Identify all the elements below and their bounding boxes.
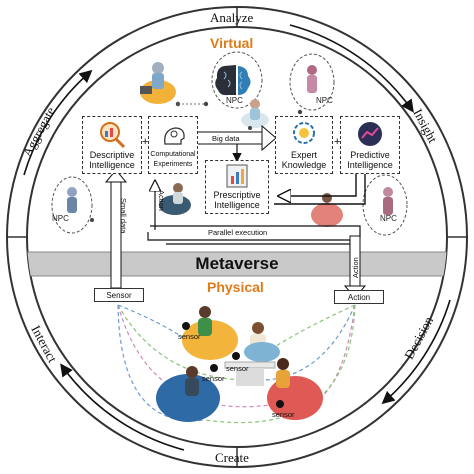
npc-label-right-top: NPC [316,96,333,105]
virtual-person-beanbag-left [140,62,176,104]
virtual-person-beanbag-center [159,183,191,215]
predictive-return-arrow [274,174,366,205]
virtual-person-npc-right [383,187,393,215]
sensor-tag-4: sensor [272,410,295,419]
big-data-label: Big data [212,134,240,143]
magnifier-chart-icon [100,121,126,148]
prescriptive-label: Prescriptive Intelligence [213,190,261,210]
virtual-title: Virtual [210,35,254,51]
virtual-person-npc-left [67,187,77,213]
plus-sign-left: + [142,136,149,148]
ring-arrows [23,24,451,451]
physical-person-beanbag-right [267,358,323,420]
computational-label: Computational Experiments [150,151,196,168]
sensor-tag-2: sensor [226,364,249,373]
virtual-person-center [241,99,269,128]
predictive-label: Predictive Intelligence [347,150,393,170]
prescriptive-intelligence-box: Prescriptive Intelligence [205,160,269,214]
physical-person-beanbag-left [156,366,220,422]
predictive-graph-icon [358,121,382,146]
descriptive-intelligence-box: Descriptive Intelligence [82,116,142,174]
physical-person-standing [244,322,280,362]
report-chart-icon [226,164,248,187]
npc-label-right: NPC [380,214,397,223]
small-data-label: Small data [119,198,128,234]
physical-title: Physical [207,279,264,295]
sensor-icons [182,322,284,408]
virtual-person-beanbag-right [311,193,343,227]
sensor-tag-1: sensor [178,332,201,341]
metaverse-label: Metaverse [195,254,279,273]
metaverse-band [27,252,447,276]
action-upper-label: Action [157,190,166,211]
bulb-gear-icon [293,121,315,144]
ring-label-analyze: Analyze [210,10,254,25]
npc-label-top: NPC [226,96,243,105]
sensor-tag-3: sensor [202,374,225,383]
computational-experiments-box: Computational Experiments [148,116,198,174]
ring-separators [7,7,467,467]
head-gear-icon [164,126,185,145]
predictive-intelligence-box: Predictive Intelligence [340,116,400,174]
sensor-box: Sensor [94,288,144,302]
virtual-person-npc-right-top [307,65,317,93]
brain-icon [215,65,251,96]
ring-label-create: Create [215,450,249,465]
parallel-execution-label: Parallel execution [208,228,268,237]
big-data-arrow [195,124,277,152]
physical-table [224,361,276,386]
action-box: Action [334,290,384,304]
npc-label-left: NPC [52,214,69,223]
descriptive-label: Descriptive Intelligence [89,150,135,170]
expert-knowledge-box: Expert Knowledge [275,116,333,174]
action-right-label: Action [351,257,360,278]
expert-label: Expert Knowledge [281,150,327,170]
plus-sign-right: + [334,136,341,148]
physical-person-beanbag-top [182,306,238,360]
